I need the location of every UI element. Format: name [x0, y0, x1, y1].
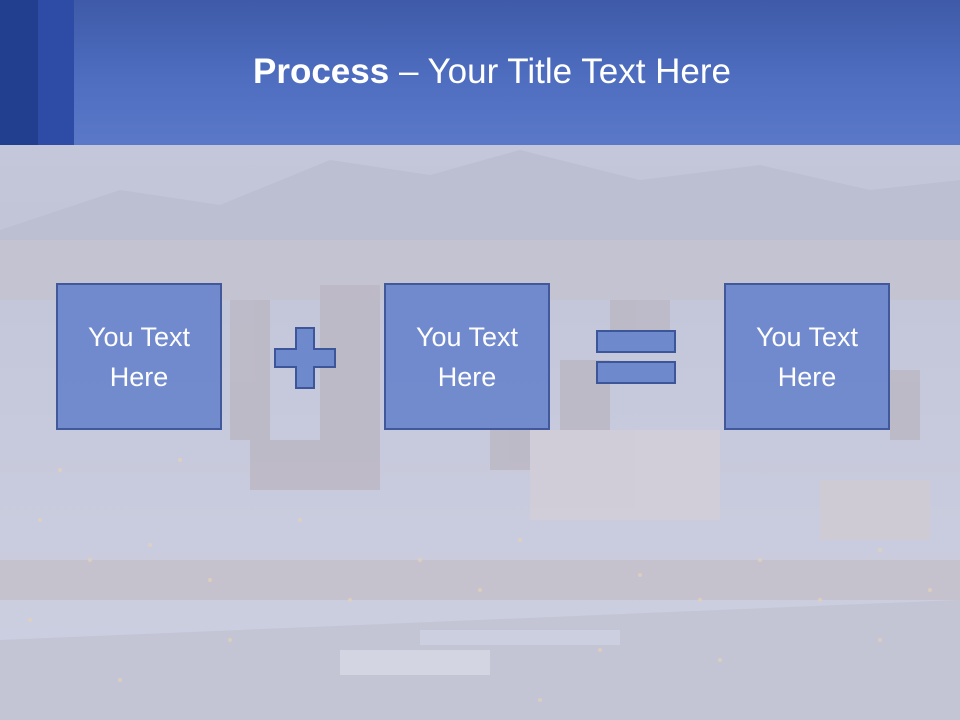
plus-icon	[274, 327, 336, 389]
title-bar: Process – Your Title Text Here	[0, 0, 960, 145]
process-step-2[interactable]: You Text Here	[384, 283, 550, 430]
accent-stripe-mid	[38, 0, 74, 145]
accent-stripe-dark	[0, 0, 38, 145]
equals-icon	[596, 330, 676, 386]
process-step-3[interactable]: You Text Here	[724, 283, 890, 430]
slide-title: Process – Your Title Text Here	[0, 52, 960, 92]
title-bold: Process	[253, 52, 390, 91]
process-step-1[interactable]: You Text Here	[56, 283, 222, 430]
title-rest: – Your Title Text Here	[389, 52, 731, 91]
